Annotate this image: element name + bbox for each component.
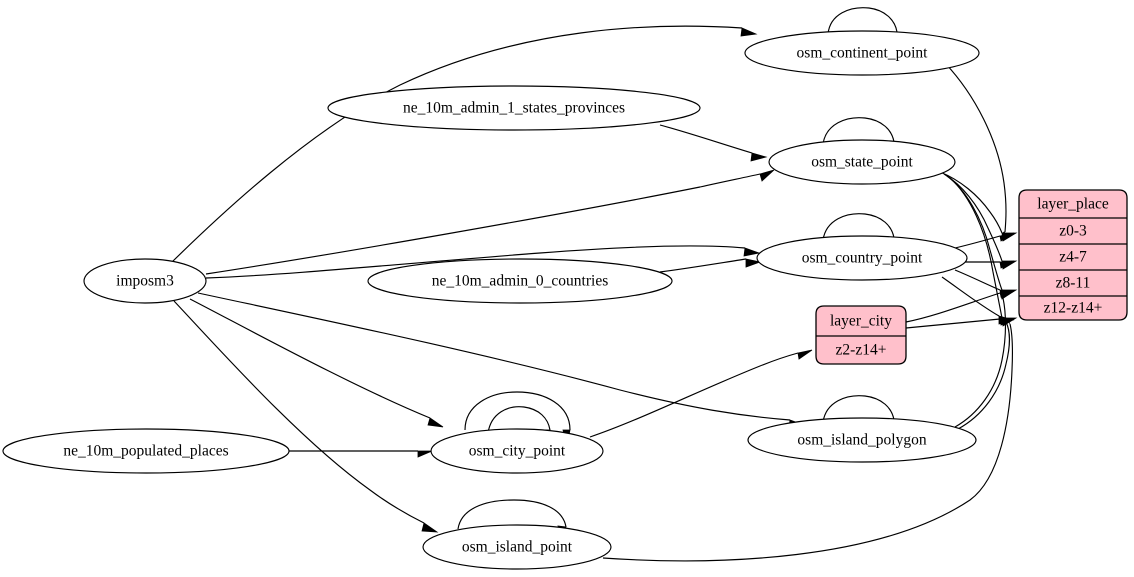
node-osm-city-point[interactable]: osm_city_point [430, 428, 604, 474]
layer-place-row-z8-11[interactable]: z8-11 [1056, 275, 1091, 292]
node-osm-island-polygon-shape[interactable] [747, 417, 977, 463]
node-layer: imposm3 ne_10m_admin_1_states_provinces … [2, 30, 1128, 570]
layer-city-row-z2-z14[interactable]: z2-z14+ [836, 342, 887, 359]
edge-ne_states-to-osm_state_point [659, 124, 768, 162]
node-imposm3-shape[interactable] [83, 258, 207, 304]
node-ne-10m-populated-places[interactable]: ne_10m_populated_places [2, 428, 290, 474]
edge-osm_island_polygon-to-layer_place-z8-11 [954, 295, 1007, 428]
edge-osm_city_point-to-layer_city-z2-z14 [589, 349, 813, 438]
edge-imposm3-to-osm_city_point [189, 298, 444, 428]
node-osm-state-point-shape[interactable] [768, 139, 956, 185]
node-layer-place[interactable]: layer_place z0-3 z4-7 z8-11 z12-z14+ [1018, 189, 1128, 321]
edge-ne_populated-to-osm_city_point [289, 450, 433, 458]
node-ne-populated-shape[interactable] [2, 428, 290, 474]
layer-city-title: layer_city [830, 313, 892, 330]
node-osm-state-point[interactable]: osm_state_point [768, 139, 956, 185]
layer-place-title: layer_place [1037, 196, 1109, 213]
edge-osm_continent_point-to-layer_place-z0-3 [944, 62, 1007, 234]
node-imposm3-label: imposm3 [116, 273, 174, 290]
edge-imposm3-to-osm_island_polygon [197, 292, 806, 429]
layer-place-row-z12-z14[interactable]: z12-z14+ [1044, 300, 1103, 317]
node-ne-countries-shape[interactable] [367, 258, 673, 304]
edge-imposm3-to-osm_country_point [205, 245, 761, 279]
node-osm-city-point-label: osm_city_point [469, 443, 566, 460]
edge-osm_island_polygon-to-layer_place-z12-z14 [957, 319, 1010, 430]
node-ne-populated-label: ne_10m_populated_places [63, 443, 228, 460]
node-layer-city[interactable]: layer_city z2-z14+ [815, 305, 907, 365]
edge-layer [171, 7, 1018, 562]
node-osm-country-point-label: osm_country_point [802, 250, 923, 267]
edge-imposm3-to-osm_state_point [205, 169, 775, 275]
node-layer-place-box[interactable] [1018, 189, 1128, 321]
layer-place-row-z0-3[interactable]: z0-3 [1059, 223, 1087, 240]
node-layer-city-box[interactable] [815, 305, 907, 365]
edge-osm_country_point-to-layer_place-z0-3 [954, 232, 1015, 249]
edge-osm_island_point-to-layer_place-z12-z14 [602, 321, 1013, 562]
node-imposm3[interactable]: imposm3 [83, 258, 207, 304]
edge-imposm3-to-osm_island_point [173, 300, 439, 533]
node-osm-city-point-shape[interactable] [430, 428, 604, 474]
node-ne-states-label: ne_10m_admin_1_states_provinces [403, 100, 625, 117]
node-osm-continent-point[interactable]: osm_continent_point [744, 30, 980, 76]
node-osm-island-polygon-label: osm_island_polygon [797, 432, 926, 449]
node-osm-country-point[interactable]: osm_country_point [756, 235, 968, 281]
edge-imposm3-to-osm_continent_point [171, 25, 758, 263]
node-osm-continent-point-label: osm_continent_point [797, 45, 929, 62]
edge-layer_city-to-layer_place-z8-11 [905, 290, 1015, 323]
node-osm-island-polygon[interactable]: osm_island_polygon [747, 417, 977, 463]
node-osm-state-point-label: osm_state_point [811, 154, 913, 171]
node-osm-island-point-shape[interactable] [422, 524, 612, 570]
node-ne-states-shape[interactable] [327, 85, 701, 131]
node-ne-10m-admin-0-countries[interactable]: ne_10m_admin_0_countries [367, 258, 673, 304]
node-osm-continent-point-shape[interactable] [744, 30, 980, 76]
node-osm-island-point-label: osm_island_point [462, 539, 573, 556]
node-ne-10m-admin-1-states-provinces[interactable]: ne_10m_admin_1_states_provinces [327, 85, 701, 131]
layer-place-row-z4-7[interactable]: z4-7 [1059, 249, 1087, 266]
node-osm-island-point[interactable]: osm_island_point [422, 524, 612, 570]
node-osm-country-point-shape[interactable] [756, 235, 968, 281]
edge-ne_countries-to-osm_country_point [659, 258, 762, 273]
node-ne-countries-label: ne_10m_admin_0_countries [432, 273, 609, 290]
edge-layer_city-to-layer_place-z12-z14 [905, 318, 1015, 329]
